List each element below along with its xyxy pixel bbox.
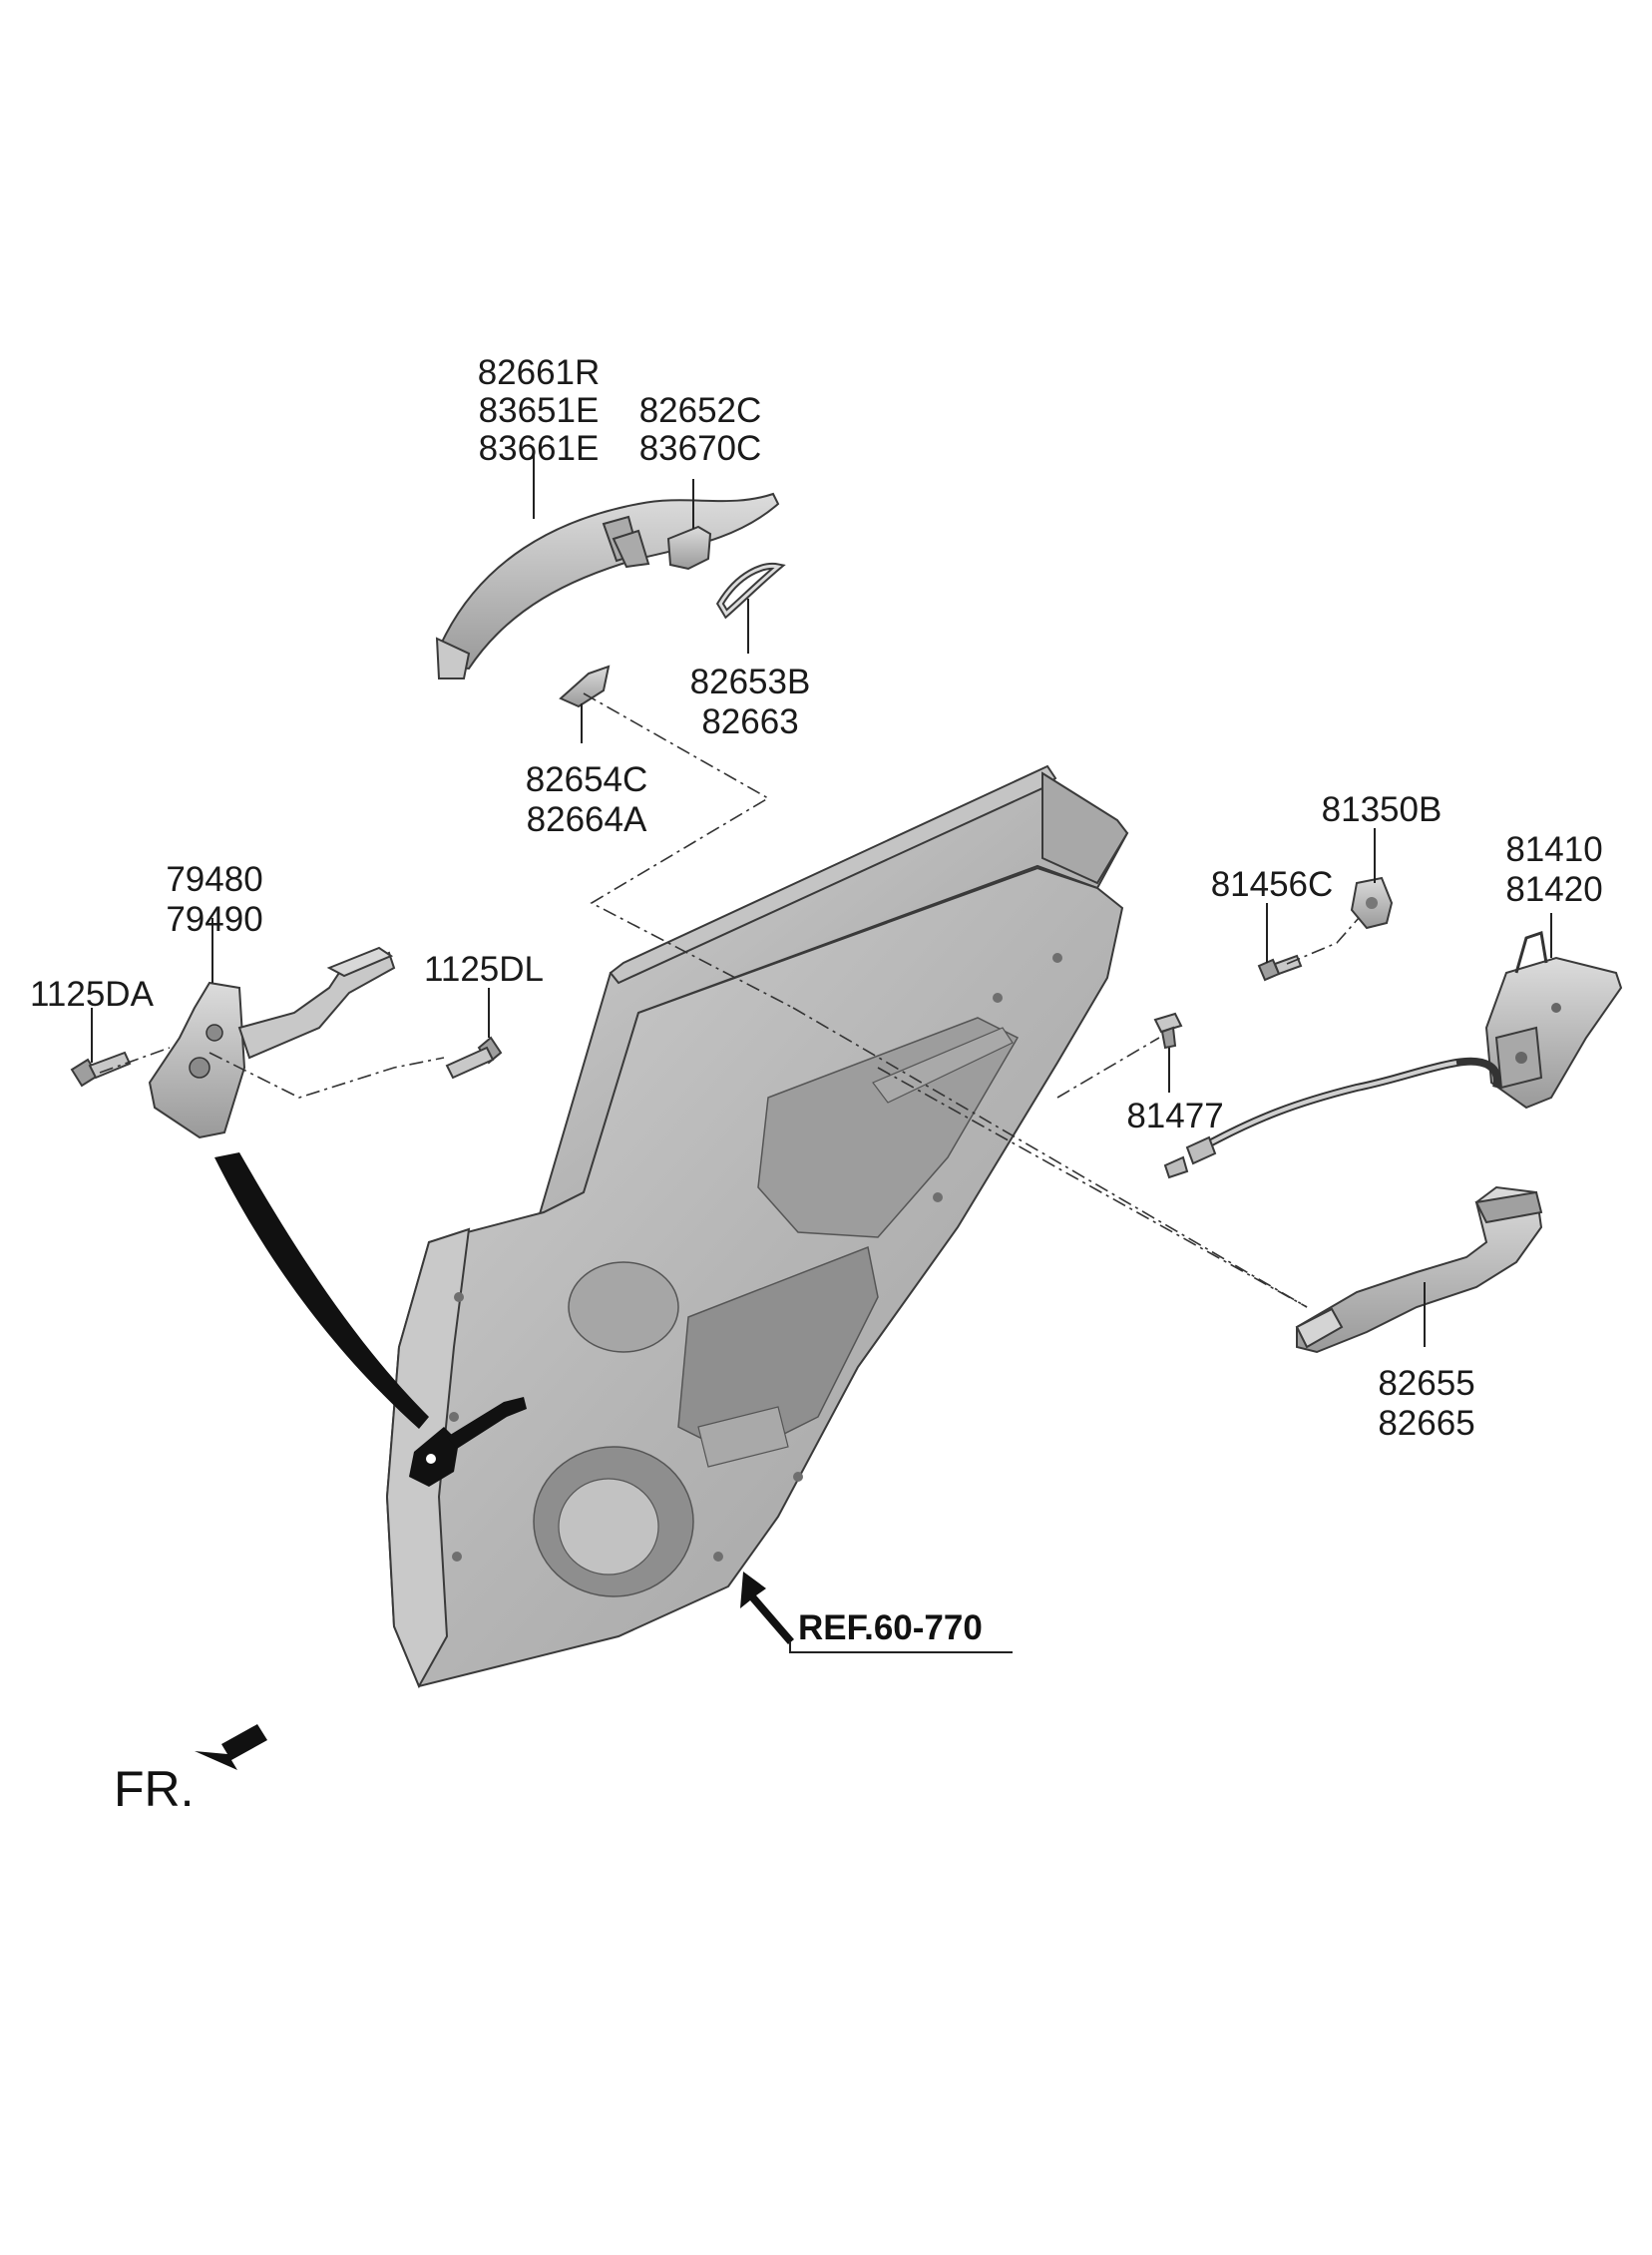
label-82664A: 82664A bbox=[527, 800, 647, 839]
handle-gasket-part bbox=[715, 563, 786, 620]
callout-labels: 82661R 83651E 83661E 82652C 83670C 82653… bbox=[30, 353, 1603, 1443]
assembly-guide-lines bbox=[99, 692, 1360, 1308]
label-82653B: 82653B bbox=[690, 663, 811, 701]
label-79480: 79480 bbox=[166, 860, 262, 899]
label-1125DA: 1125DA bbox=[30, 975, 155, 1014]
label-83670C: 83670C bbox=[639, 429, 762, 468]
bolt-left bbox=[70, 1051, 132, 1088]
door-inner-panel bbox=[385, 764, 1129, 1689]
label-81410: 81410 bbox=[1505, 830, 1602, 869]
striker-screw bbox=[1257, 954, 1303, 982]
label-81420: 81420 bbox=[1505, 870, 1602, 909]
label-81477: 81477 bbox=[1126, 1097, 1223, 1135]
arrow-down-left-icon bbox=[195, 1724, 267, 1770]
reference-callout: REF.60-770 bbox=[740, 1572, 1013, 1653]
label-82661R: 82661R bbox=[478, 353, 601, 392]
callout-leader-lines bbox=[91, 454, 1552, 1347]
outside-door-handle bbox=[435, 492, 780, 679]
striker-part bbox=[1350, 876, 1394, 930]
latch-cable bbox=[1163, 1057, 1501, 1179]
door-checker-mounted bbox=[409, 1397, 527, 1487]
checker-location-arrow bbox=[214, 1152, 429, 1429]
label-83651E: 83651E bbox=[479, 391, 600, 430]
label-1125DL: 1125DL bbox=[424, 950, 544, 989]
reference-label: REF.60-770 bbox=[798, 1608, 983, 1647]
label-82655: 82655 bbox=[1378, 1364, 1474, 1403]
door-latch-assembly bbox=[1484, 931, 1623, 1110]
handle-pad-part bbox=[559, 665, 611, 708]
label-81350B: 81350B bbox=[1322, 790, 1443, 829]
bolt-right bbox=[445, 1036, 503, 1080]
label-82652C: 82652C bbox=[639, 391, 762, 430]
front-direction-marker: FR. bbox=[114, 1724, 267, 1817]
clip-part bbox=[1153, 1012, 1183, 1050]
handle-cap-part bbox=[666, 525, 712, 571]
label-82654C: 82654C bbox=[526, 760, 648, 799]
inside-door-handle bbox=[1295, 1185, 1543, 1354]
front-label: FR. bbox=[114, 1761, 195, 1817]
label-82665: 82665 bbox=[1378, 1404, 1474, 1443]
arrow-up-left-icon bbox=[740, 1572, 794, 1644]
label-83661E: 83661E bbox=[479, 429, 600, 468]
door-checker-assembly bbox=[148, 946, 396, 1139]
label-81456C: 81456C bbox=[1211, 865, 1334, 904]
label-82663: 82663 bbox=[701, 702, 798, 741]
label-79490: 79490 bbox=[166, 900, 262, 939]
